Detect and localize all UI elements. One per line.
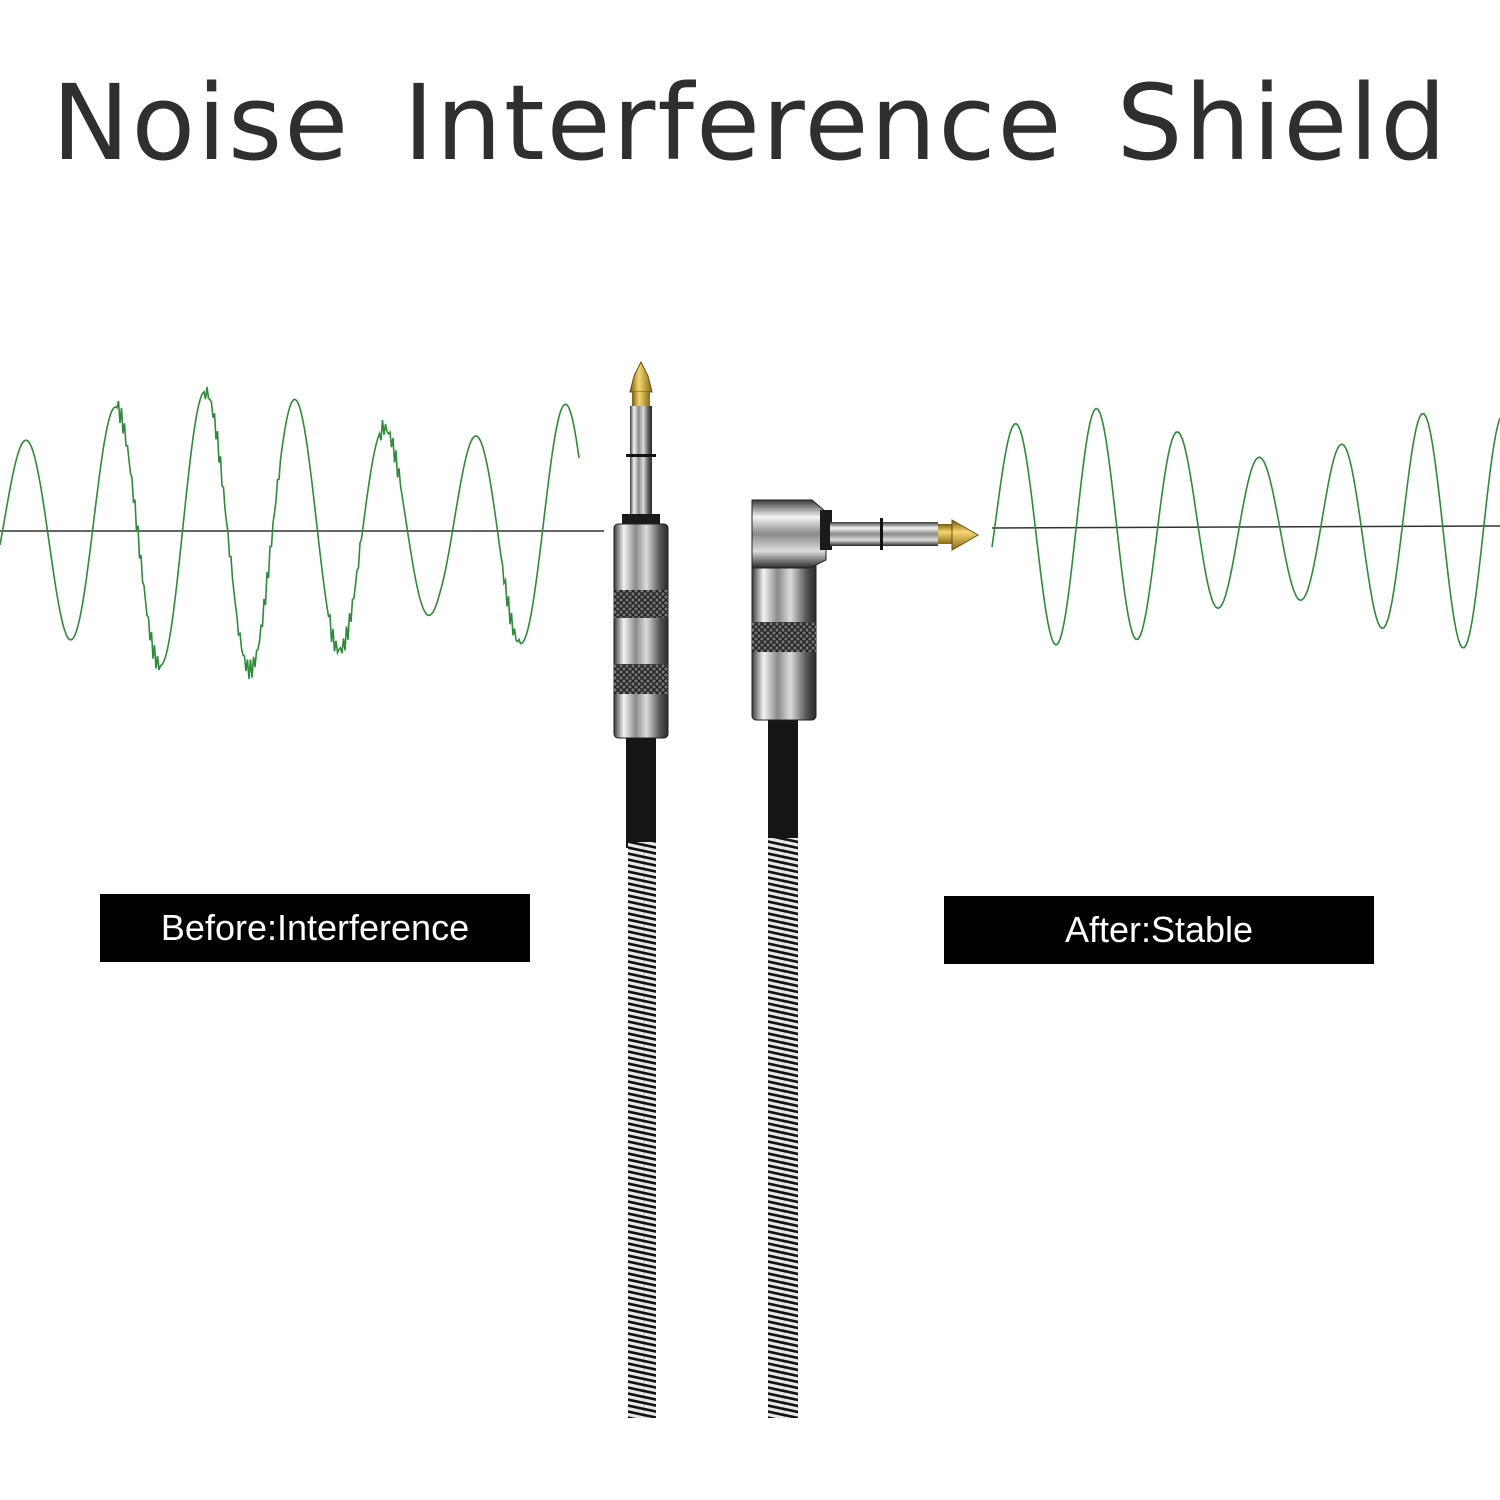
right-axis-line (991, 525, 1500, 529)
after-label-text: After:Stable (1064, 909, 1254, 950)
before-label-text: Before:Interference (160, 907, 470, 948)
straight-plug-icon (613, 360, 669, 1418)
after-stable-label: After:Stable (944, 896, 1374, 964)
page-title: Noise Interference Shield (51, 62, 1449, 184)
noisy-signal-curve (0, 386, 580, 680)
noisy-waveform (0, 386, 604, 680)
before-interference-label: Before:Interference (100, 894, 530, 962)
right-angle-plug-icon (751, 499, 979, 1418)
stable-signal-curve (991, 407, 1500, 649)
stable-waveform (991, 407, 1500, 649)
